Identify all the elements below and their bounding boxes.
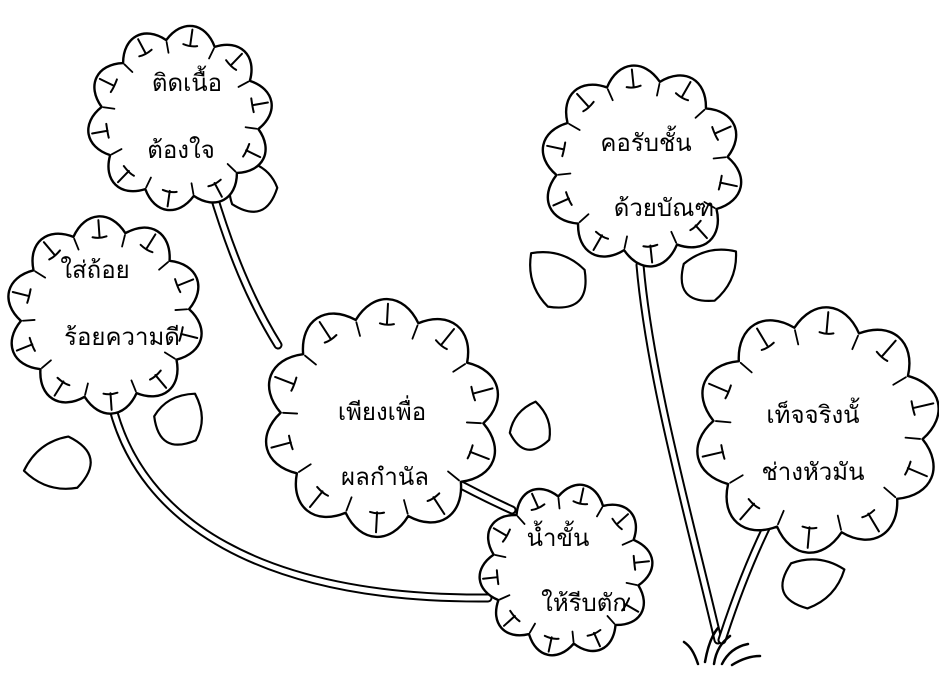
petal-tick: [558, 498, 559, 508]
flower-5-line-2: ด้วยบัณฑ: [614, 196, 715, 220]
petal-tick: [175, 309, 187, 310]
grass-blade: [732, 656, 760, 665]
flower-3-line-2: ผลกำนัล: [341, 465, 429, 489]
leaf: [510, 402, 550, 450]
flower-1-line-1: ติดเนื้อ: [152, 71, 222, 95]
leaf: [682, 250, 736, 301]
flower-head: [543, 66, 741, 267]
petal-tick: [572, 632, 573, 642]
flower-head: [8, 216, 201, 413]
petal-tick: [110, 393, 111, 410]
petal-tick: [23, 320, 35, 321]
petal-tick: [716, 421, 731, 422]
leaf: [530, 252, 585, 307]
flower-6-line-1: เท็จจริงนั้: [766, 403, 859, 427]
petal-tick: [467, 422, 481, 423]
leaf: [24, 437, 91, 489]
petal-tick: [98, 220, 99, 237]
flower-outline: [543, 66, 741, 267]
grass-blade: [722, 644, 748, 664]
flower-6-line-2: ช่างหัวมัน: [761, 460, 864, 484]
petal-tick: [558, 174, 570, 175]
stem-fill: [722, 520, 770, 640]
flower-outline: [8, 216, 201, 413]
flower-4-line-2: ให้รีบตัก: [541, 591, 627, 615]
leaf: [154, 394, 202, 445]
petal-tick: [906, 438, 921, 439]
petal-tick: [376, 512, 377, 532]
flower-1-line-2: ต้องใจ: [147, 138, 215, 162]
leaf: [782, 559, 844, 608]
flower-3-line-1: เพียงเพื่อ: [338, 400, 426, 424]
flower-2-line-1: ใส่ถ้อย: [60, 258, 129, 282]
grass-blade: [684, 642, 698, 664]
petal-tick: [387, 304, 388, 324]
flower-outline: [697, 307, 938, 552]
flower-head: [697, 307, 938, 552]
flower-4-line-1: น้ำขั้น: [527, 526, 590, 550]
flower-2-line-2: ร้อยความดี: [64, 325, 180, 349]
petal-tick: [714, 157, 726, 158]
flower-5-line-1: คอรับชั้น: [600, 131, 691, 155]
petal-tick: [283, 413, 297, 414]
